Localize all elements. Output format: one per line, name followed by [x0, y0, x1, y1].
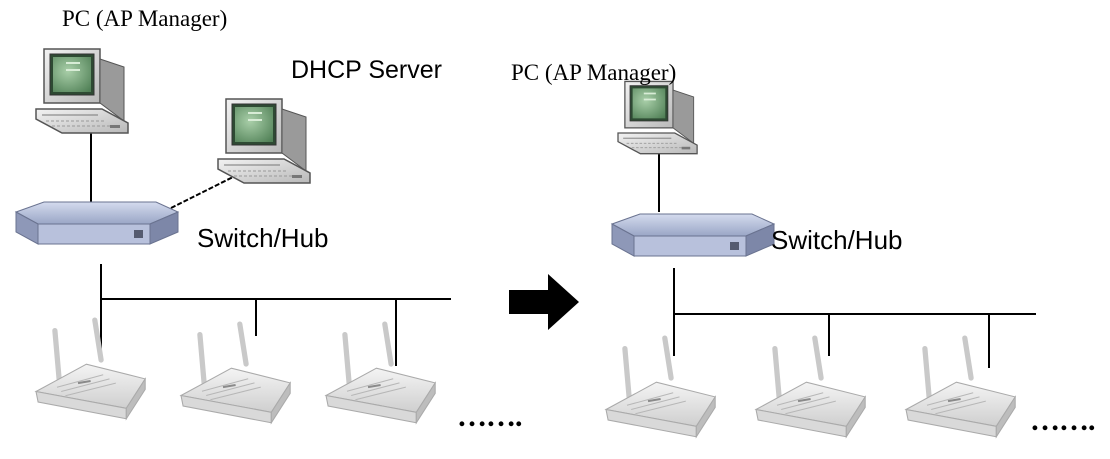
- left-network: [15, 48, 451, 423]
- right-ap2-icon: [756, 338, 865, 437]
- right-pc-label: PC (AP Manager): [511, 60, 677, 85]
- arrow-right-icon: [509, 274, 579, 330]
- left-pc-label: PC (AP Manager): [62, 6, 228, 31]
- dhcp-server-icon: [217, 98, 311, 184]
- right-switch-label: Switch/Hub: [771, 225, 903, 255]
- dhcp-server-label: DHCP Server: [291, 56, 442, 84]
- right-ap1-icon: [606, 338, 715, 437]
- left-switch-label: Switch/Hub: [197, 223, 329, 253]
- left-pc-icon: [35, 48, 129, 134]
- right-more-indicator: …….: [1030, 404, 1095, 437]
- left-ap2-icon: [181, 324, 290, 423]
- right-pc-icon: [617, 80, 698, 155]
- right-network: [606, 80, 1036, 437]
- left-more-indicator: …….: [457, 400, 522, 433]
- left-ap1-icon: [36, 320, 145, 419]
- left-switch-icon: [15, 201, 179, 245]
- left-dhcp-link: [170, 171, 244, 209]
- right-switch-icon: [611, 213, 775, 257]
- left-ap3-icon: [326, 324, 435, 423]
- right-ap3-icon: [906, 338, 1015, 437]
